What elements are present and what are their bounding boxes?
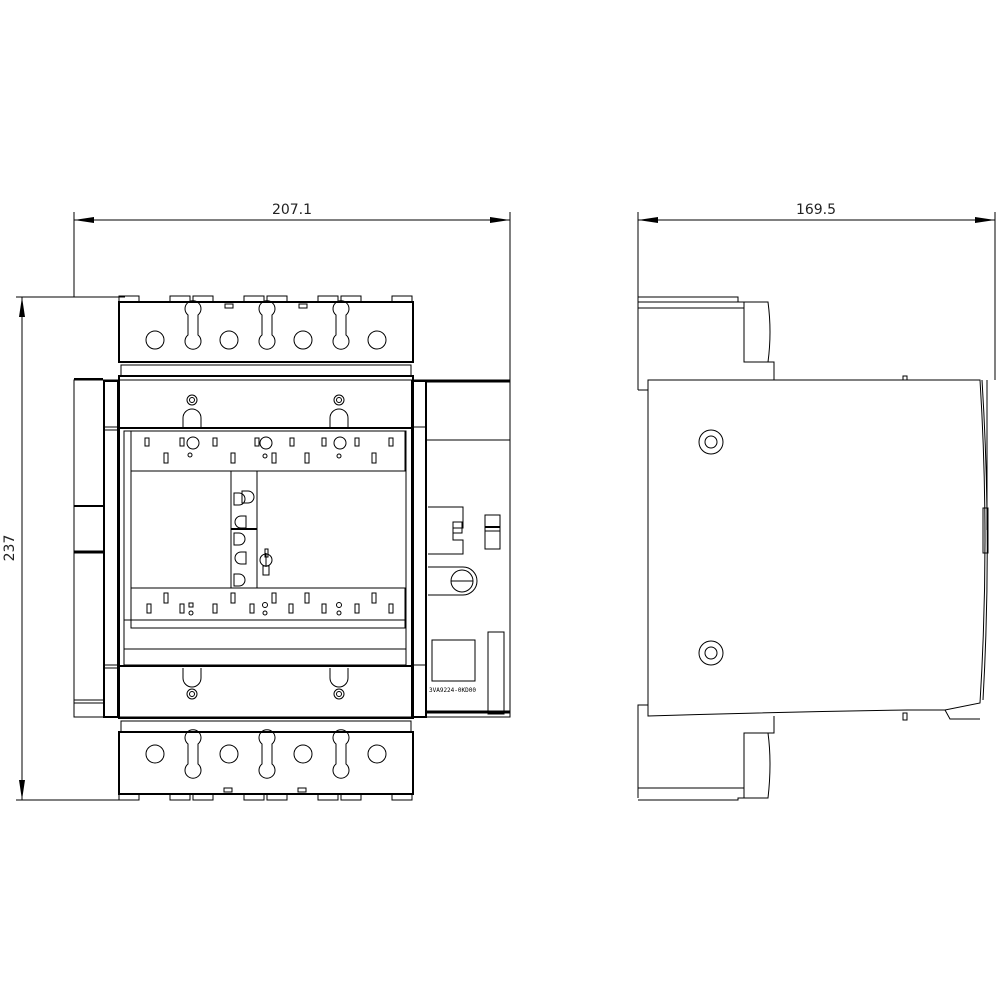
pin-row-upper [144, 436, 394, 464]
front-view: 3VA9224-0KD00 [73, 295, 511, 801]
slot-icon [184, 300, 202, 350]
arrowhead-icon [975, 217, 995, 223]
terminal-hole-icon [367, 330, 387, 350]
window-panel-left [130, 470, 232, 589]
rotary-indicator-icon [259, 548, 273, 576]
terminal-block-bottom [118, 720, 414, 801]
dimension-label-height: 237 [2, 535, 18, 562]
terminal-hole-icon [367, 744, 387, 764]
terminal-block-top [118, 295, 414, 377]
breaker-body [118, 375, 414, 719]
slot-icon [258, 729, 276, 779]
slot-icon [184, 729, 202, 779]
screw-icon [186, 394, 198, 406]
screw-icon [698, 429, 724, 455]
window-panel-right [256, 470, 407, 589]
dimension-label-depth: 169.5 [796, 202, 836, 218]
arrowhead-icon [19, 297, 25, 317]
arrowhead-icon [638, 217, 658, 223]
accessory-module: 3VA9224-0KD00 [428, 506, 505, 715]
slot-icon [258, 300, 276, 350]
arrowhead-icon [19, 780, 25, 800]
dimension-height: 237 [2, 296, 125, 801]
terminal-hole-icon [145, 330, 165, 350]
arrowhead-icon [74, 217, 94, 223]
terminal-hole-icon [293, 330, 313, 350]
terminal-hole-icon [145, 744, 165, 764]
switch-icon [484, 514, 501, 550]
terminal-hole-icon [219, 744, 239, 764]
dimension-side-depth: 169.5 [637, 202, 996, 380]
dimension-front-width: 207.1 [73, 202, 511, 380]
part-number-label: 3VA9224-0KD00 [429, 687, 476, 694]
side-latch-icon [982, 507, 989, 554]
screw-icon [186, 688, 198, 700]
screw-icon [333, 688, 345, 700]
label-plate [431, 639, 476, 682]
dimension-label-width: 207.1 [272, 202, 312, 218]
terminal-hole-icon [219, 330, 239, 350]
screw-icon [698, 640, 724, 666]
screw-icon [333, 394, 345, 406]
side-view [637, 296, 989, 801]
terminal-hole-icon [293, 744, 313, 764]
slot-icon [332, 300, 350, 350]
arrowhead-icon [490, 217, 510, 223]
pin-row-lower [146, 592, 394, 616]
slot-icon [332, 729, 350, 779]
